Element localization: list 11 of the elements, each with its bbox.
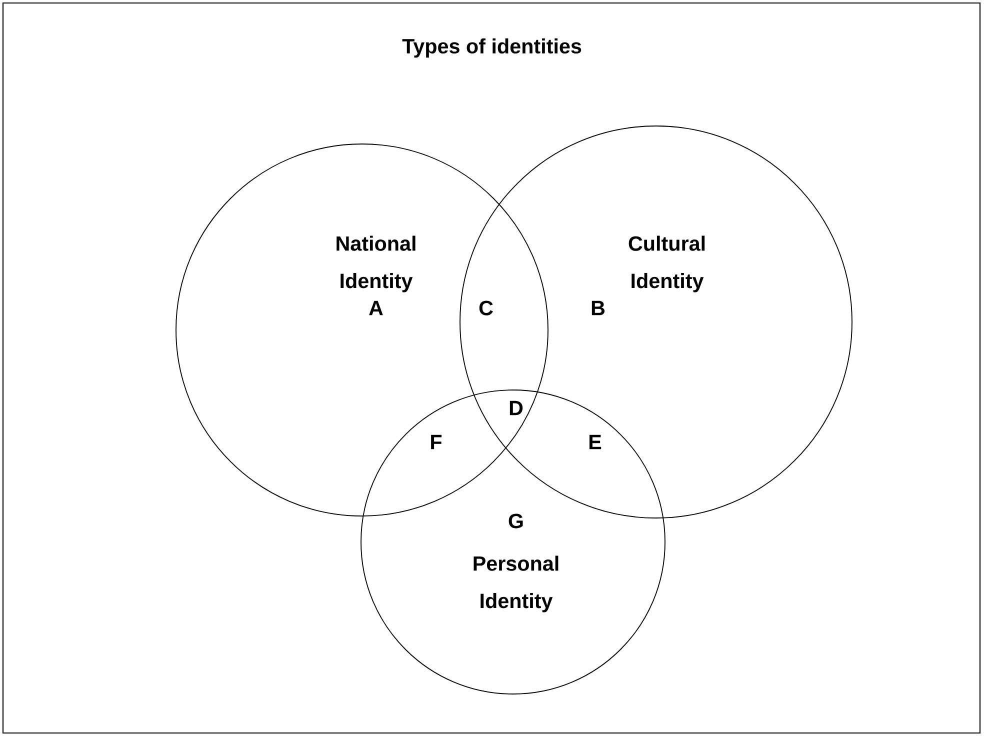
set-label: Personal Identity [474,556,558,612]
region-letter: C [479,300,493,316]
region-letter: F [431,434,442,450]
region-letter: G [508,514,523,528]
region-letter: B [592,300,605,316]
region-letter: E [590,434,602,450]
title: Types of identities [402,38,582,58]
region-letter: D [510,400,523,416]
region-letter: A [369,300,383,316]
set-label: National Identity [336,236,416,292]
set-label: Cultural Identity [628,236,705,292]
